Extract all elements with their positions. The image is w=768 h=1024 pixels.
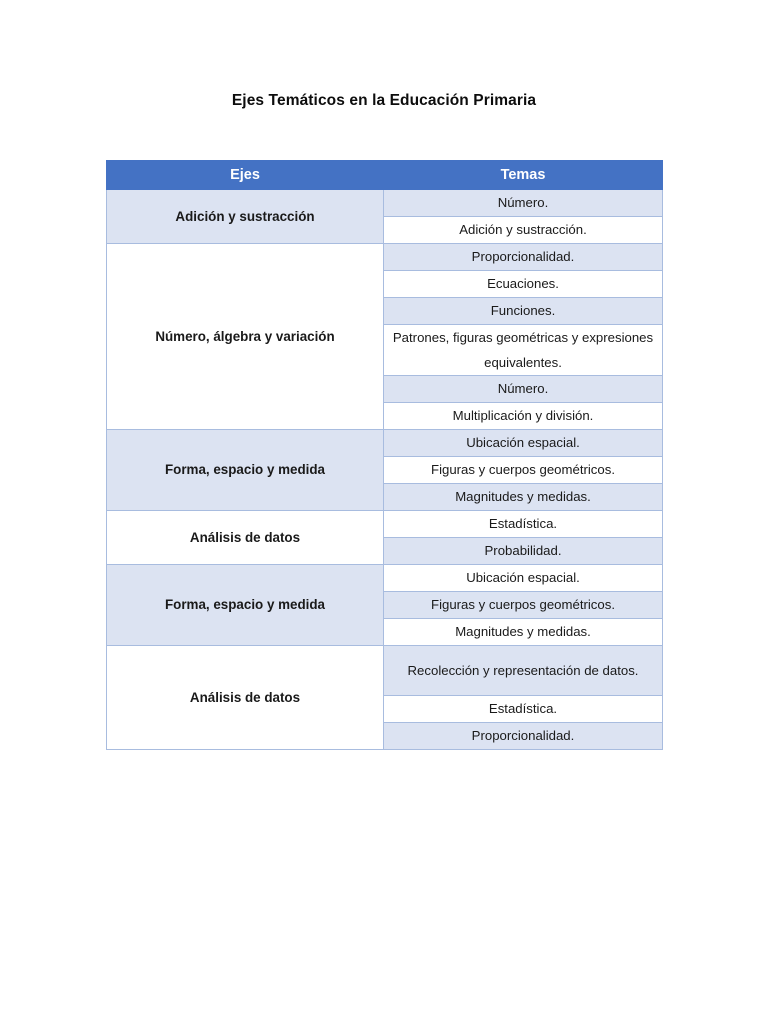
tema-cell: Proporcionalidad.	[383, 243, 663, 271]
eje-cell: Forma, espacio y medida	[106, 429, 384, 511]
tema-cell: Probabilidad.	[383, 537, 663, 565]
tema-cell: Funciones.	[383, 297, 663, 325]
tema-cell: Proporcionalidad.	[383, 722, 663, 750]
table-row: Número.	[107, 375, 663, 403]
tema-cell: Magnitudes y medidas.	[383, 483, 663, 511]
eje-cell: Análisis de datos	[106, 645, 384, 750]
eje-cell: Análisis de datos	[106, 510, 384, 565]
table-row: Magnitudes y medidas.	[107, 618, 663, 646]
tema-cell: Figuras y cuerpos geométricos.	[383, 456, 663, 484]
column-header-temas: Temas	[383, 160, 663, 190]
page-title: Ejes Temáticos en la Educación Primaria	[231, 92, 537, 109]
table-row: Magnitudes y medidas.	[107, 483, 663, 511]
tema-cell: Estadística.	[383, 510, 663, 538]
tema-cell: Número.	[383, 189, 663, 217]
table-row: Figuras y cuerpos geométricos.	[107, 456, 663, 484]
tema-cell: Número.	[383, 375, 663, 403]
table-row: Proporcionalidad.	[107, 722, 663, 750]
table-row: Adición y sustracción.	[107, 216, 663, 244]
tema-cell: Recolección y representación de datos.	[383, 645, 663, 696]
tema-cell: Estadística.	[383, 695, 663, 723]
eje-cell: Adición y sustracción	[106, 189, 384, 244]
tema-cell: Multiplicación y división.	[383, 402, 663, 430]
tema-cell: Adición y sustracción.	[383, 216, 663, 244]
eje-cell: Número, álgebra y variación	[106, 243, 384, 430]
table-row: Figuras y cuerpos geométricos.	[107, 591, 663, 619]
column-header-ejes: Ejes	[106, 160, 384, 190]
table-row: Probabilidad.	[107, 537, 663, 565]
table-header-row: Ejes Temas	[106, 160, 663, 190]
tema-cell: Patrones, figuras geométricas y expresio…	[383, 324, 663, 376]
tema-cell: Ubicación espacial.	[383, 564, 663, 592]
eje-cell: Forma, espacio y medida	[106, 564, 384, 646]
table-header: Ejes Temas	[106, 160, 663, 190]
tema-cell: Figuras y cuerpos geométricos.	[383, 591, 663, 619]
tema-cell: Ecuaciones.	[383, 270, 663, 298]
tema-cell: Magnitudes y medidas.	[383, 618, 663, 646]
tema-cell: Ubicación espacial.	[383, 429, 663, 457]
table-row: Patrones, figuras geométricas y expresio…	[107, 324, 663, 376]
